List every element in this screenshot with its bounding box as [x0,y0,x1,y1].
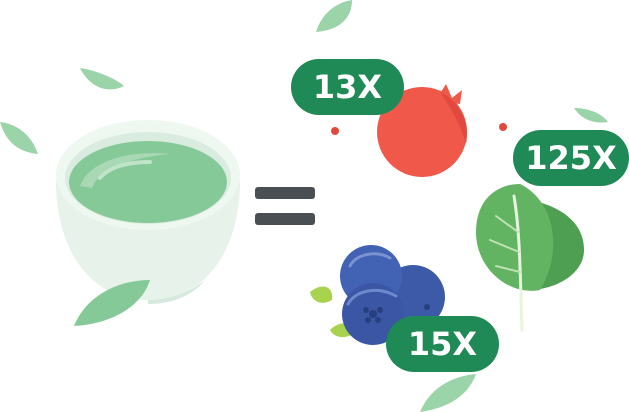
spinach-multiplier-badge: 125X [513,130,629,186]
leaf-icon [420,374,476,412]
leaf-icon [80,68,124,90]
leaf-icon [316,0,352,32]
blueberries-multiplier-badge: 15X [386,316,499,372]
pomegranate-multiplier: 13X [312,68,383,106]
pomegranate-icon [331,84,507,177]
leaf-icon [74,280,150,326]
equals-icon [255,187,315,225]
spinach-multiplier: 125X [525,139,617,177]
spinach-icon [476,184,584,332]
leaf-icon [0,122,38,154]
blueberries-multiplier: 15X [407,325,478,363]
leaf-icon [574,108,608,123]
tea-cup-icon [56,120,240,304]
pomegranate-multiplier-badge: 13X [291,59,404,115]
